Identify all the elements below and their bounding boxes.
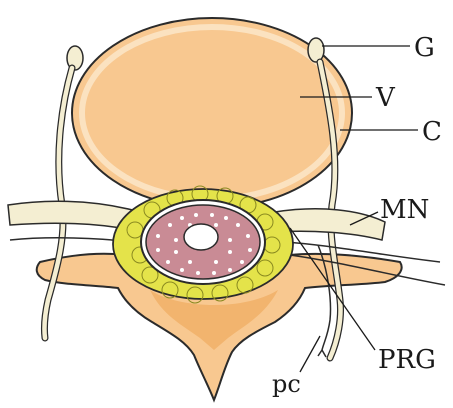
nerve-lower-left [10,238,130,242]
label-v: V [375,83,396,113]
central-canal [184,224,218,250]
pc-nerve-fork [318,350,326,357]
label-c: C [422,117,442,147]
label-g: G [414,33,435,63]
label-mn: MN [380,195,429,225]
label-prg: PRG [378,345,436,375]
label-pc: pc [272,370,301,398]
ganglion-right [308,38,324,62]
